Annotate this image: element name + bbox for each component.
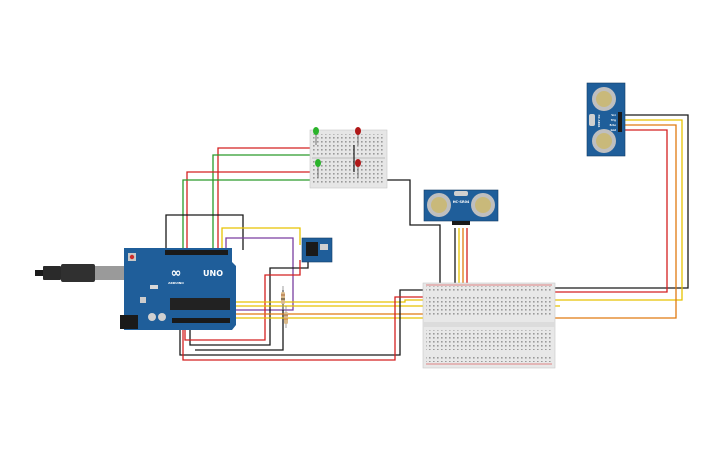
wire-yellow-right[interactable]	[560, 119, 683, 301]
sensor-small-model: HC-SR04	[453, 200, 470, 204]
sensor-right-pin-trig: Trig	[611, 119, 616, 122]
wire-black-bottom[interactable]	[179, 289, 460, 356]
resistor-1[interactable]	[281, 286, 285, 310]
breadboard-top[interactable]	[309, 127, 388, 189]
sensor-right-pin-gnd: Gnd	[611, 129, 617, 132]
esp-module[interactable]	[301, 237, 333, 263]
wire-red-bottom[interactable]	[182, 296, 425, 361]
wire-yellow-esp[interactable]	[221, 227, 301, 250]
arduino-uno[interactable]: ∞ UNO ARDUINO	[35, 248, 236, 330]
wire-orange-right[interactable]	[555, 124, 677, 319]
wire-green-top[interactable]	[212, 154, 315, 250]
led-green-1[interactable]	[313, 127, 319, 145]
sensor-right-model: HC-SR04	[597, 115, 601, 128]
wire-black-right[interactable]	[555, 114, 689, 289]
sensor-right-pin-echo: Echo	[610, 124, 617, 127]
led-red-2[interactable]	[355, 159, 361, 178]
wire-red-mid[interactable]	[186, 171, 358, 250]
wire-red-esp[interactable]	[184, 260, 301, 341]
wire-red-top[interactable]	[217, 147, 320, 250]
ultrasonic-sensor-right[interactable]: Vcc Trig Echo Gnd HC-SR04	[586, 82, 626, 157]
arduino-brand: UNO	[203, 269, 223, 278]
sensor-right-pin-vcc: Vcc	[611, 114, 616, 117]
wire-black-top[interactable]	[358, 179, 441, 290]
arduino-logo: ∞	[171, 266, 182, 281]
ultrasonic-sensor-small[interactable]: HC-SR04	[423, 189, 499, 225]
led-green-2[interactable]	[315, 159, 321, 178]
usb-cable	[35, 264, 125, 282]
resistor-2[interactable]	[284, 306, 288, 328]
arduino-subtitle: ARDUINO	[168, 281, 184, 285]
wire-red-right[interactable]	[555, 129, 668, 293]
led-red-1[interactable]	[355, 127, 361, 145]
wire-green-mid[interactable]	[182, 179, 318, 250]
breadboard-main[interactable]	[422, 282, 556, 369]
wire-black-left[interactable]	[165, 214, 244, 250]
wire-purple-esp[interactable]	[225, 237, 294, 311]
